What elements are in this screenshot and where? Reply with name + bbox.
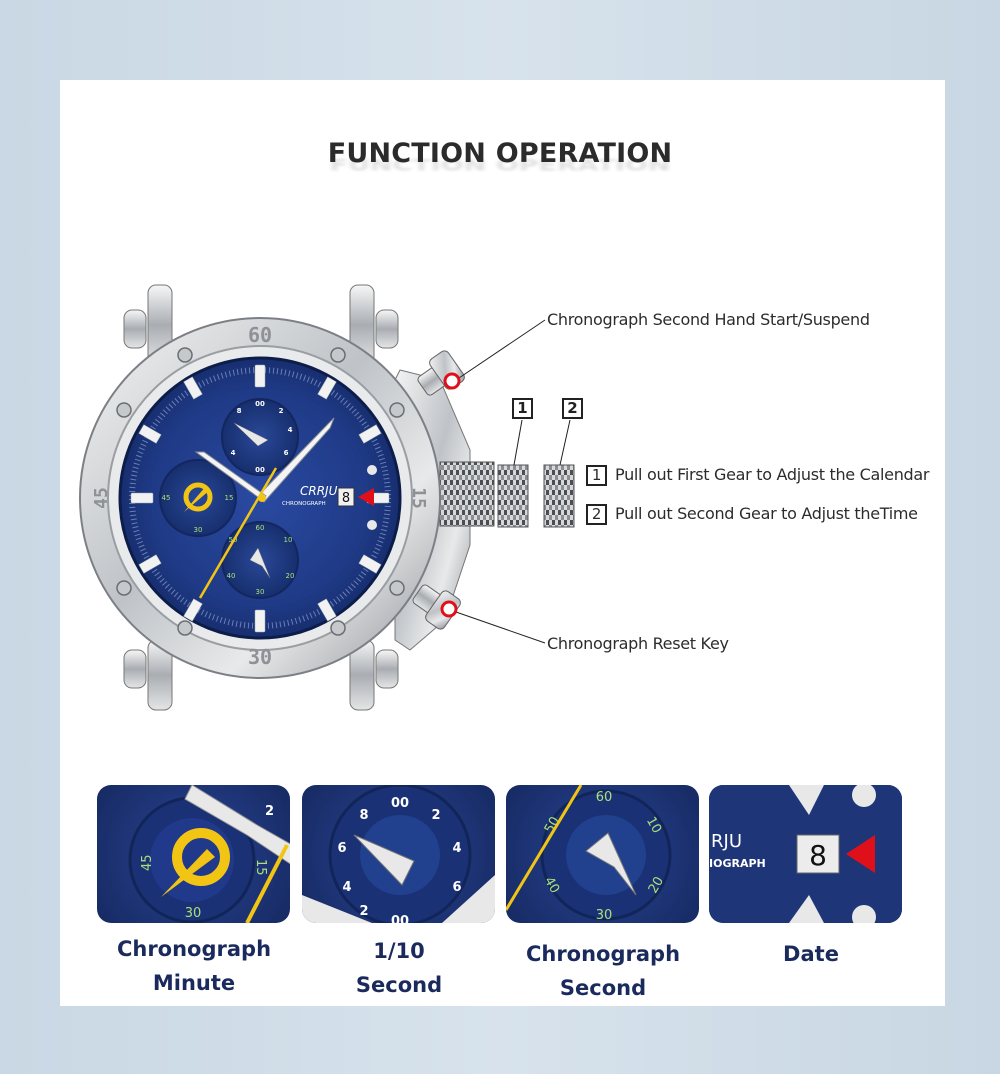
svg-text:30: 30 — [256, 588, 265, 596]
svg-text:45: 45 — [162, 494, 171, 502]
instruction-1-number: 1 — [586, 465, 607, 486]
gear-label-1: 1 — [512, 398, 533, 419]
svg-text:45: 45 — [91, 487, 112, 509]
svg-text:IOGRAPH: IOGRAPH — [709, 857, 766, 870]
svg-text:2: 2 — [359, 904, 368, 919]
instruction-2-text: Pull out Second Gear to Adjust theTime — [615, 504, 918, 523]
svg-text:15: 15 — [253, 859, 268, 876]
instruction-1-text: Pull out First Gear to Adjust the Calend… — [615, 465, 930, 484]
callout-line-reset — [455, 611, 546, 644]
svg-text:6: 6 — [337, 841, 346, 856]
crown-position-2 — [543, 464, 575, 528]
svg-text:30: 30 — [248, 645, 272, 669]
svg-text:30: 30 — [194, 526, 203, 534]
svg-text:8: 8 — [809, 839, 827, 872]
callout-reset-key: Chronograph Reset Key — [547, 634, 729, 653]
crown — [439, 461, 495, 527]
svg-text:60: 60 — [256, 524, 265, 532]
svg-text:2: 2 — [279, 407, 284, 415]
svg-text:50: 50 — [542, 814, 563, 836]
gear-label-2: 2 — [562, 398, 583, 419]
svg-text:30: 30 — [596, 908, 613, 923]
thumb-tenth-second: 00 2 4 6 8 6 4 2 00 — [302, 785, 495, 923]
feature-label-chrono-second: Chronograph Second — [525, 942, 681, 1000]
instruction-2: 2 Pull out Second Gear to Adjust theTime — [586, 504, 918, 525]
page-title: FUNCTION OPERATION — [327, 138, 673, 169]
svg-text:2: 2 — [265, 804, 274, 819]
instruction-2-number: 2 — [586, 504, 607, 525]
thumb-date: RJU IOGRAPH 8 — [709, 785, 902, 923]
svg-text:45: 45 — [140, 854, 155, 871]
svg-text:20: 20 — [286, 572, 295, 580]
svg-text:6: 6 — [284, 449, 289, 457]
svg-text:8: 8 — [359, 808, 368, 823]
crown-position-1 — [497, 464, 529, 528]
svg-text:8: 8 — [342, 491, 350, 506]
svg-text:00: 00 — [255, 466, 265, 474]
watch-lugs — [123, 284, 399, 711]
svg-text:4: 4 — [288, 426, 293, 434]
thumb-chrono-second: 60 10 20 30 40 50 — [506, 785, 699, 923]
svg-text:CHRONOGRAPH: CHRONOGRAPH — [282, 501, 326, 507]
instruction-1: 1 Pull out First Gear to Adjust the Calen… — [586, 465, 929, 486]
svg-text:30: 30 — [185, 906, 202, 921]
thumb-chrono-minute: 45 15 30 2 — [97, 785, 290, 923]
svg-text:8: 8 — [237, 407, 242, 415]
feature-label-chrono-minute: Chronograph Minute — [116, 937, 272, 995]
feature-label-date: Date — [783, 942, 839, 966]
svg-text:00: 00 — [391, 914, 409, 923]
feature-label-tenth-second: 1/10 Second — [355, 939, 443, 997]
svg-text:60: 60 — [248, 323, 272, 347]
svg-text:4: 4 — [342, 880, 351, 895]
svg-text:60: 60 — [596, 790, 613, 805]
chrono-second-hand — [198, 467, 278, 599]
svg-text:2: 2 — [431, 808, 440, 823]
callout-start-suspend: Chronograph Second Hand Start/Suspend — [547, 310, 870, 329]
reset-marker — [440, 600, 458, 618]
start-suspend-marker — [443, 372, 461, 390]
svg-text:40: 40 — [541, 874, 562, 896]
svg-text:6: 6 — [452, 880, 461, 895]
svg-text:15: 15 — [225, 494, 234, 502]
svg-text:00: 00 — [391, 796, 409, 811]
svg-text:00: 00 — [255, 400, 265, 408]
callout-line-start — [455, 319, 546, 381]
svg-text:10: 10 — [643, 814, 664, 836]
brand-logo: CRRJU — [300, 484, 338, 498]
svg-text:15: 15 — [408, 487, 429, 509]
svg-text:40: 40 — [227, 572, 236, 580]
svg-text:10: 10 — [284, 536, 293, 544]
page-title-reflection: FUNCTION OPERATION — [329, 156, 671, 175]
svg-text:20: 20 — [646, 874, 667, 896]
svg-text:RJU: RJU — [711, 831, 742, 852]
svg-text:4: 4 — [452, 841, 461, 856]
svg-text:4: 4 — [231, 449, 236, 457]
date-window — [337, 487, 355, 507]
